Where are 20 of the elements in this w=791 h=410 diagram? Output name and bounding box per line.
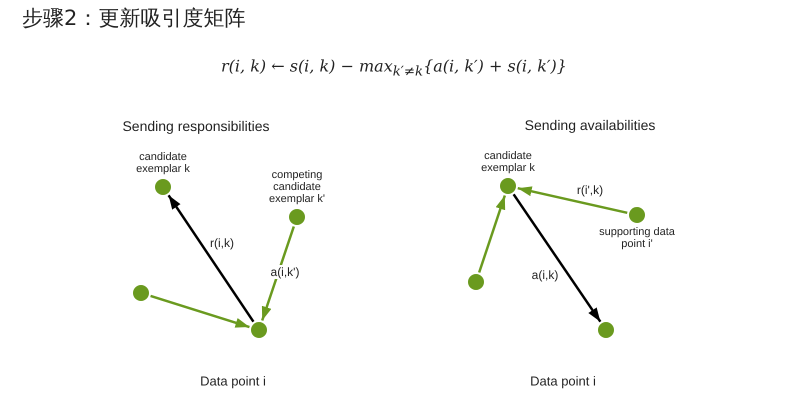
edge-label: r(i',k)	[574, 183, 606, 197]
formula: r(i, k) ← s(i, k) − max$_{k′≠k}${a(i, k′) + s(i, k′)}	[221, 56, 567, 80]
arrow	[261, 226, 295, 321]
panel-heading: Sending responsibilities	[122, 118, 270, 134]
arrow	[512, 194, 602, 322]
arrow	[478, 195, 506, 273]
arrow	[168, 194, 254, 322]
edge-label: a(i,k')	[268, 265, 302, 279]
arrow	[517, 186, 628, 214]
point-label: supporting data point i'	[598, 226, 676, 250]
edge-label: a(i,k)	[530, 268, 560, 282]
arrow	[150, 294, 250, 328]
caption: Data point i	[200, 374, 266, 388]
panel-heading: Sending availabilities	[524, 117, 656, 133]
point-label: competing candidate exemplar k'	[268, 169, 326, 205]
point-label: candidate exemplar k	[480, 150, 536, 174]
page-title: 步骤2：更新吸引度矩阵	[22, 5, 246, 32]
edge-label: r(i,k)	[208, 236, 236, 250]
point-label: candidate exemplar k	[135, 151, 191, 175]
caption: Data point i	[530, 374, 596, 388]
